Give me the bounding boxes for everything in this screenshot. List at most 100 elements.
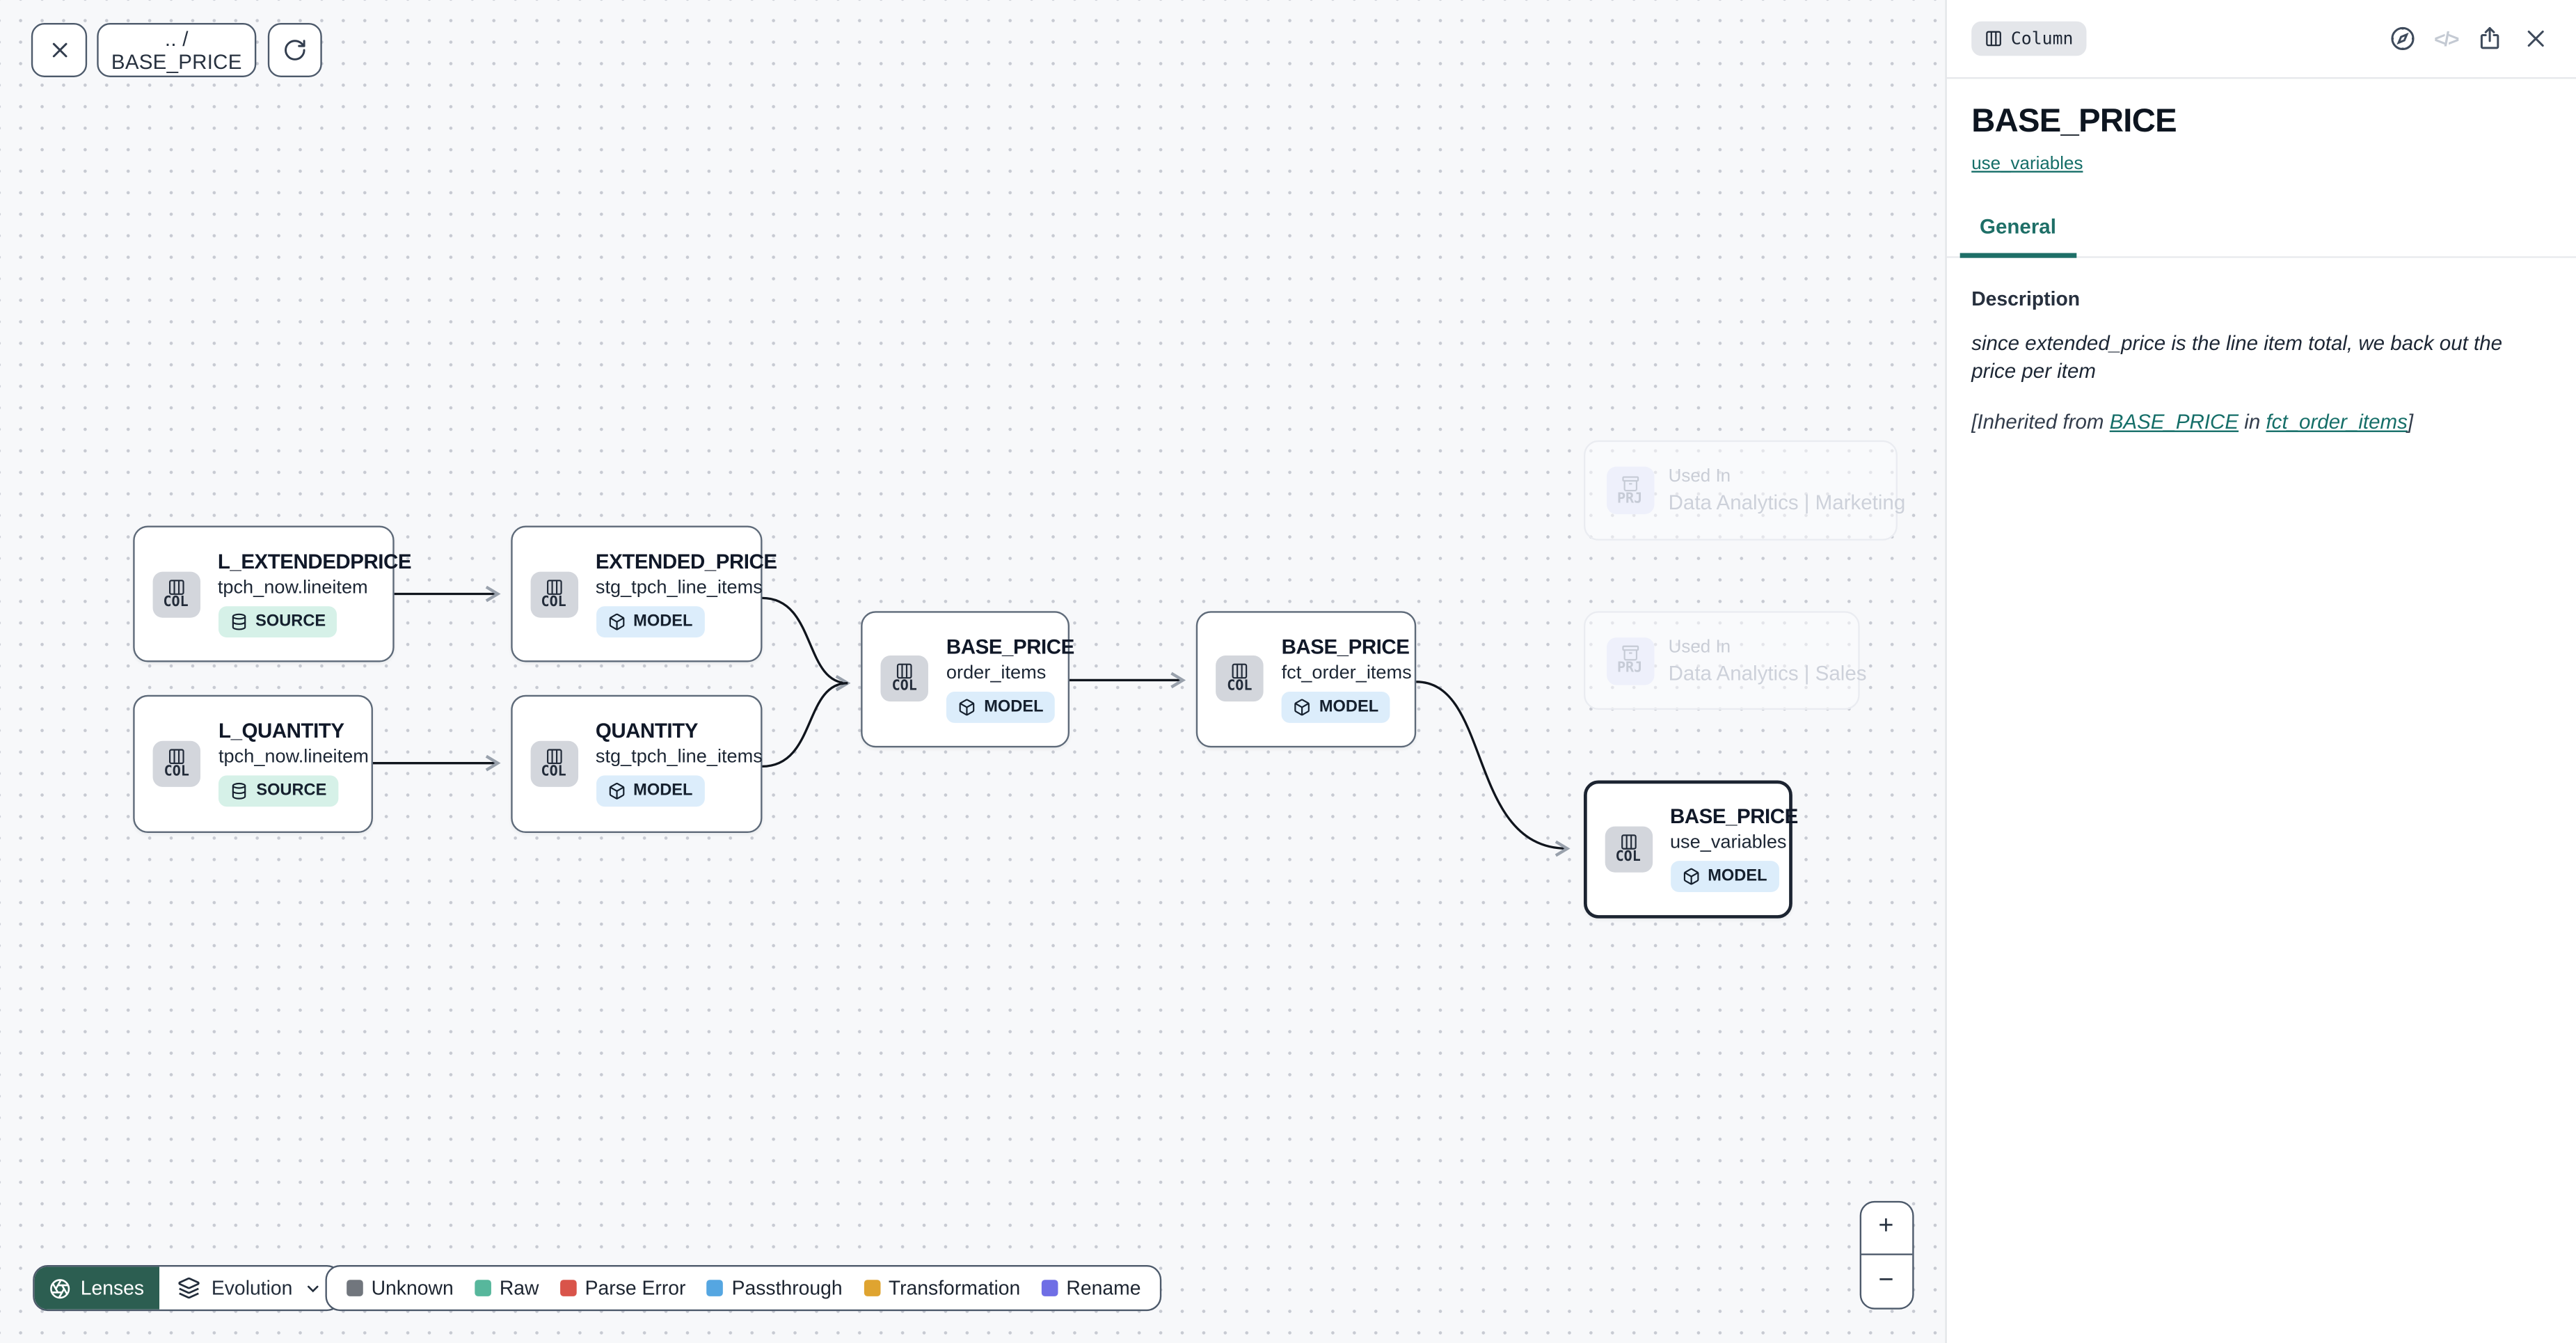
legend-item-raw: Raw	[475, 1276, 539, 1300]
col-chip-label: COL	[891, 678, 917, 695]
inherited-model-link[interactable]: fct_order_items	[2266, 411, 2408, 434]
prj-chip-label: PRJ	[1616, 660, 1643, 677]
lenses-button[interactable]: Lenses	[34, 1266, 159, 1310]
node-subtitle: use_variables	[1669, 833, 1787, 853]
lineage-node-base-price-use-variables[interactable]: PASSTHROUGH COL BASE_PRICE use_variables…	[1582, 759, 1798, 918]
node-title: BASE_PRICE	[1281, 635, 1410, 658]
lineage-canvas[interactable]: .. / BASE_PRICE PRJ Used In Data Analyti…	[0, 0, 1946, 1343]
lineage-node-extended-price[interactable]: RENAME COL EXTENDED_PRICE stg_tpch_line_…	[510, 504, 777, 662]
col-chip-label: COL	[1615, 848, 1641, 866]
node-title: BASE_PRICE	[946, 635, 1074, 658]
cube-icon	[1683, 868, 1699, 885]
column-chip: COL	[880, 655, 928, 702]
node-kind-label: MODEL	[1319, 697, 1379, 716]
node-subtitle: tpch_now.lineitem	[218, 747, 369, 768]
explore-compass-button[interactable]	[2388, 24, 2416, 52]
node-title: QUANTITY	[595, 720, 699, 743]
archive-icon	[1621, 475, 1639, 491]
col-chip-label: COL	[541, 763, 566, 780]
used-in-value: Data Analytics | Marketing	[1668, 491, 1906, 514]
lens-mode-dropdown[interactable]: Evolution	[159, 1266, 340, 1309]
lineage-node-l-extendedprice[interactable]: RAW COL L_EXTENDEDPRICE tpch_now.lineite…	[132, 504, 412, 662]
chevron-down-icon	[308, 1285, 319, 1292]
model-chip: MODEL	[1281, 690, 1390, 722]
col-chip-label: COL	[1227, 678, 1253, 695]
lineage-node-quantity[interactable]: RENAME COL QUANTITY stg_tpch_line_items …	[510, 672, 763, 832]
columns-icon	[896, 663, 912, 679]
share-button[interactable]	[2476, 24, 2504, 52]
panel-header: Column </>	[1946, 0, 2576, 79]
lineage-node-l-quantity[interactable]: RAW COL L_QUANTITY tpch_now.lineitem SOU…	[133, 672, 373, 832]
refresh-button[interactable]	[267, 23, 322, 77]
archive-icon	[1621, 645, 1639, 661]
used-in-node-sales[interactable]: PRJ Used In Data Analytics | Sales	[1582, 611, 1867, 710]
legend-item-rename: Rename	[1041, 1276, 1140, 1300]
prj-chip-label: PRJ	[1616, 490, 1643, 507]
zoom-in-button[interactable]: +	[1860, 1202, 1912, 1255]
model-chip: MODEL	[946, 690, 1056, 722]
close-panel-button[interactable]	[2522, 24, 2550, 52]
node-title: BASE_PRICE	[1669, 804, 1798, 828]
tab-general[interactable]: General	[1959, 215, 2076, 258]
lenses-control: Lenses Evolution	[33, 1264, 342, 1312]
used-in-node-marketing[interactable]: PRJ Used In Data Analytics | Marketing	[1582, 440, 1905, 541]
legend-swatch	[347, 1280, 363, 1296]
columns-icon	[168, 579, 184, 594]
inherited-column-link[interactable]: BASE_PRICE	[2109, 411, 2239, 434]
lineage-node-base-price-order-items[interactable]: TRANSFORMATION COL BASE_PRICE order_item…	[861, 589, 1074, 747]
column-chip: COL	[1604, 825, 1652, 872]
legend-item-passthrough: Passthrough	[707, 1276, 843, 1300]
project-icon: PRJ	[1605, 636, 1654, 685]
share-icon	[2480, 26, 2499, 49]
columns-icon	[168, 748, 184, 763]
column-chip: COL	[530, 571, 578, 617]
lens-mode-value: Evolution	[211, 1276, 293, 1300]
panel-title: BASE_PRICE	[1971, 103, 2177, 140]
node-title: L_QUANTITY	[218, 720, 344, 743]
description-text: since extended_price is the line item to…	[1971, 331, 2503, 383]
lenses-label: Lenses	[80, 1276, 145, 1300]
columns-icon	[1986, 31, 2001, 47]
node-kind-label: MODEL	[984, 697, 1044, 716]
node-subtitle: stg_tpch_line_items	[595, 578, 763, 598]
model-chip: MODEL	[595, 775, 704, 807]
legend-swatch	[475, 1280, 492, 1296]
columns-icon	[1620, 834, 1636, 849]
source-chip: SOURCE	[218, 775, 338, 807]
view-code-button[interactable]: </>	[2434, 26, 2459, 51]
project-icon: PRJ	[1605, 466, 1654, 514]
lineage-legend: Unknown Raw Parse Error Passthrough Tran…	[325, 1264, 1163, 1312]
close-icon	[2527, 30, 2544, 47]
entity-type-label: Column	[2010, 29, 2074, 49]
used-in-label: Used In	[1668, 636, 1731, 657]
zoom-controls: + −	[1859, 1200, 1914, 1309]
breadcrumb-button[interactable]: .. / BASE_PRICE	[97, 23, 257, 77]
refresh-icon	[285, 40, 305, 61]
node-subtitle: order_items	[946, 662, 1047, 683]
lineage-node-base-price-fct-order-items[interactable]: PASSTHROUGH COL BASE_PRICE fct_order_ite…	[1195, 589, 1417, 747]
legend-swatch	[707, 1280, 724, 1296]
close-lineage-button[interactable]	[31, 23, 88, 77]
node-kind-label: MODEL	[1708, 867, 1767, 886]
node-subtitle: fct_order_items	[1281, 662, 1412, 683]
legend-swatch	[864, 1280, 881, 1296]
node-kind-label: SOURCE	[256, 781, 327, 800]
legend-swatch	[1041, 1280, 1058, 1296]
columns-icon	[1232, 663, 1248, 679]
compass-icon	[2390, 26, 2414, 51]
zoom-out-button[interactable]: −	[1861, 1255, 1911, 1307]
model-link[interactable]: use_variables	[1971, 154, 2083, 175]
node-title: L_EXTENDEDPRICE	[217, 550, 412, 573]
model-chip: MODEL	[595, 606, 704, 638]
node-kind-label: MODEL	[633, 781, 693, 800]
source-chip: SOURCE	[217, 606, 337, 638]
details-panel: Column </> BASE_PRICE use_variables Gene…	[1945, 0, 2576, 1343]
node-kind-label: MODEL	[633, 612, 693, 631]
columns-icon	[546, 748, 562, 763]
panel-tabs: General	[1946, 215, 2576, 258]
col-chip-label: COL	[541, 594, 566, 611]
model-chip: MODEL	[1669, 861, 1779, 893]
inherited-note: [Inherited from BASE_PRICE in fct_order_…	[1971, 411, 2414, 434]
legend-swatch	[560, 1280, 577, 1296]
